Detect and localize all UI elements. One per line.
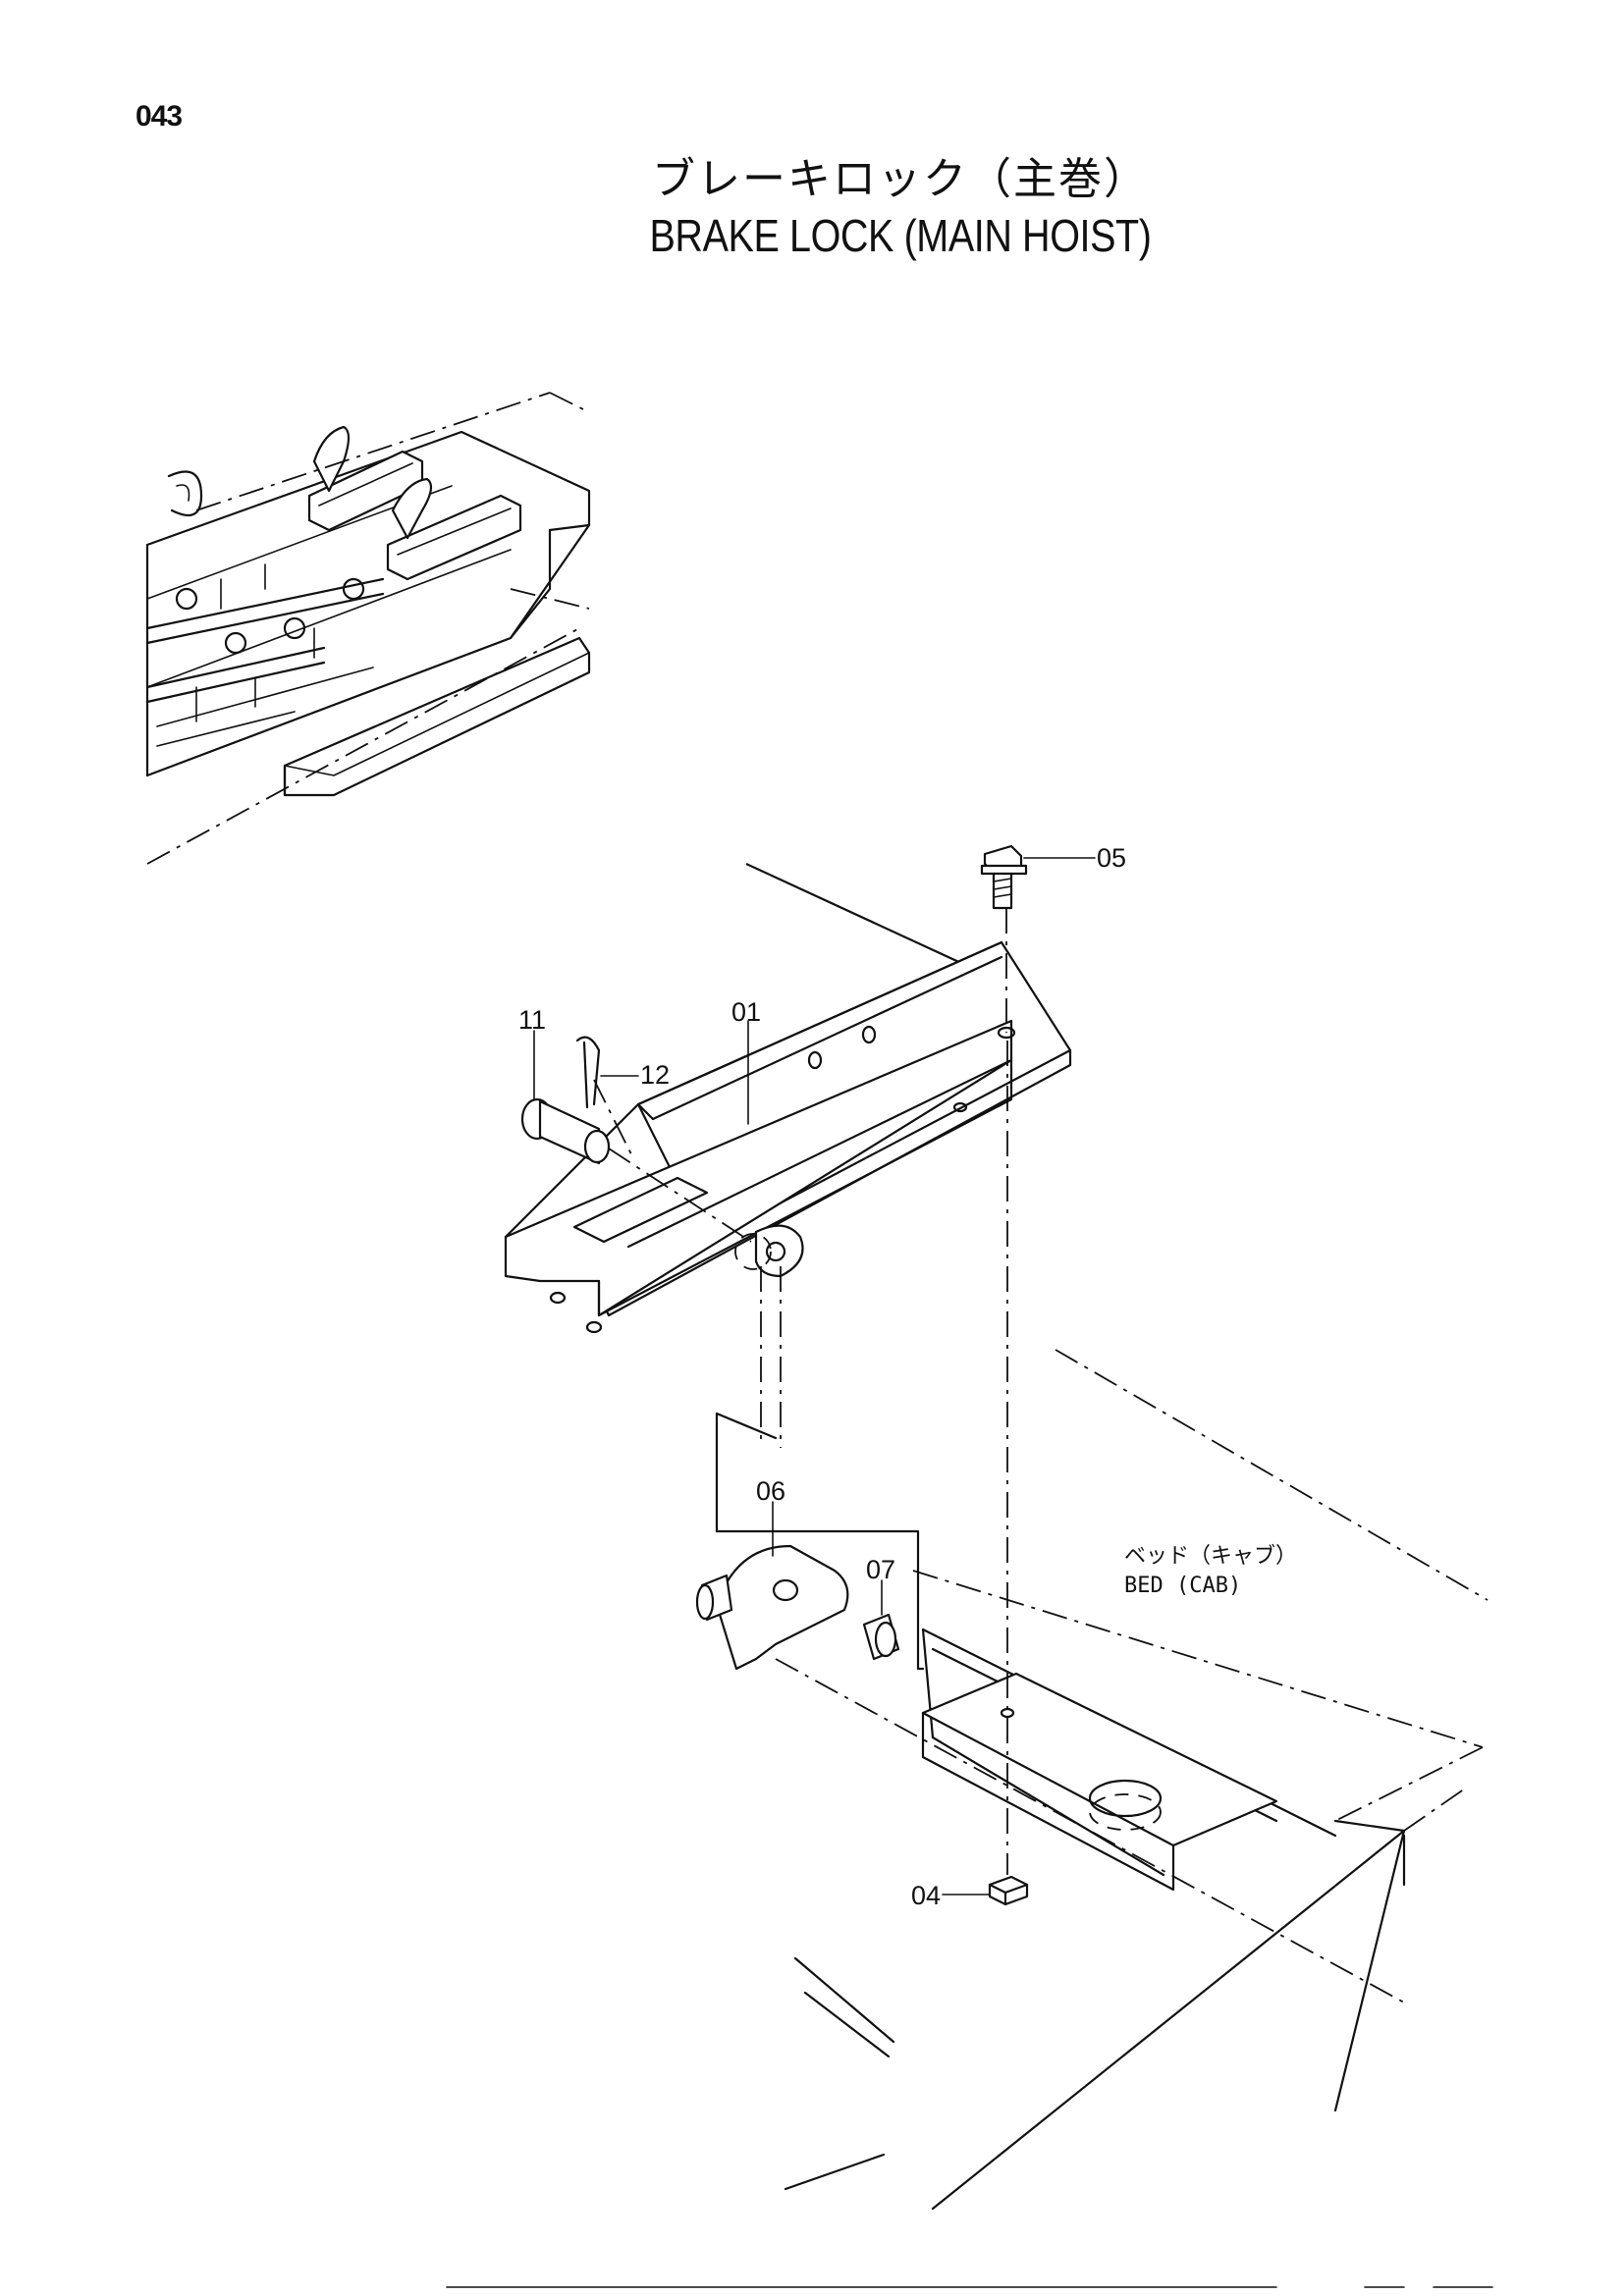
pin-part-11 (520, 1097, 611, 1165)
cab-bed (775, 1349, 1489, 2211)
callout-12: 12 (640, 1060, 670, 1090)
nut-part-04 (988, 1875, 1029, 1906)
bolt-part-05 (980, 844, 1028, 910)
leader-lines (533, 857, 1096, 1896)
bracket-channel (504, 863, 1072, 1334)
bed-label-japanese: ベッド（キャブ） (1124, 1544, 1297, 1569)
callout-11: 11 (518, 1005, 546, 1035)
title-japanese: ブレーキロック（主巻） (652, 154, 1149, 204)
title-english: BRAKE LOCK (MAIN HOIST) (649, 210, 1152, 261)
title-block: ブレーキロック（主巻） BRAKE LOCK (MAIN HOIST) (0, 152, 1624, 264)
cotter-pin-part-12 (575, 1036, 601, 1109)
callout-06: 06 (756, 1476, 785, 1506)
page-number: 043 (135, 100, 183, 133)
cab-console-assembly (145, 392, 591, 865)
bed-label-english: BED (CAB) (1124, 1574, 1241, 1598)
spacer-part-07 (862, 1613, 900, 1661)
callout-01: 01 (731, 997, 761, 1027)
callout-04: 04 (911, 1881, 941, 1910)
stopper-plate-part-06 (695, 1412, 925, 1671)
assembly-centerlines (593, 908, 1008, 1875)
callout-07: 07 (866, 1555, 895, 1584)
callout-05: 05 (1097, 843, 1126, 873)
